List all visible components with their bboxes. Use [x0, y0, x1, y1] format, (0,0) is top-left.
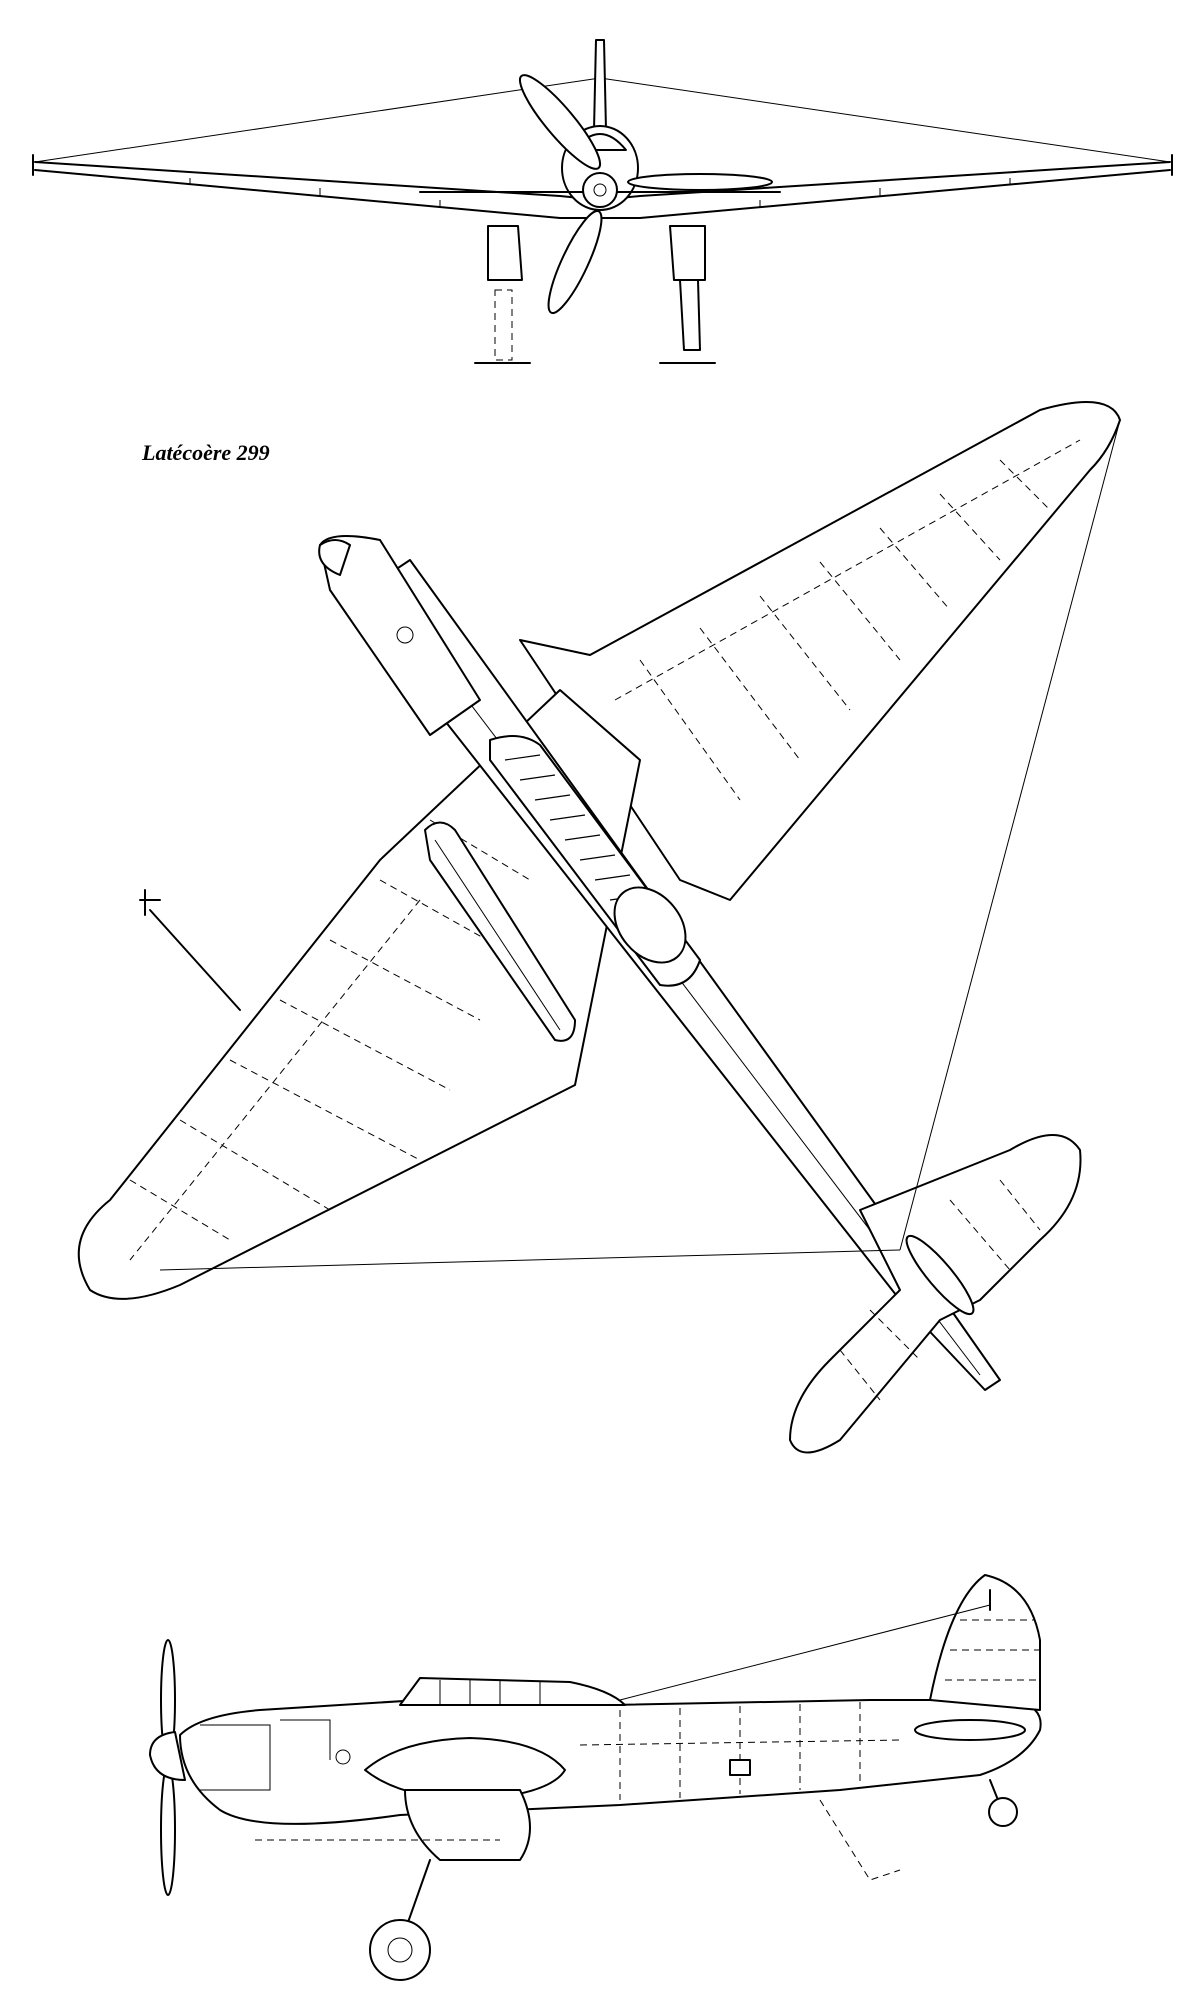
front-propeller-blade-3	[547, 209, 603, 315]
plan-wing-lower	[77, 689, 641, 1300]
plan-bracing-wire-lower	[159, 1249, 901, 1271]
front-right-gear-fairing	[669, 225, 706, 281]
side-gear-fairing	[404, 1789, 531, 1861]
side-fuselage	[179, 1699, 1042, 1825]
front-fin	[593, 39, 607, 131]
plan-cowling-inlet	[396, 626, 414, 644]
front-propeller-blade-1	[518, 74, 602, 170]
plan-spinner	[318, 539, 351, 576]
aircraft-caption: Latécoère 299	[142, 440, 270, 465]
side-view	[149, 1574, 1042, 1981]
side-fuselage-frames	[579, 1702, 901, 1800]
side-bomb-crutch	[255, 1799, 901, 1881]
side-tail-wheel	[988, 1797, 1018, 1827]
side-canopy	[399, 1677, 626, 1706]
plan-fin-top	[905, 1234, 975, 1316]
side-spinner	[149, 1731, 186, 1781]
plan-engine-cowling	[319, 535, 481, 736]
front-wing-panel-lines	[189, 178, 1011, 208]
plan-wing-upper-ribs	[614, 439, 1081, 801]
side-canopy-frames	[439, 1680, 541, 1705]
plan-gear-fairing	[424, 821, 576, 1042]
plan-bracing-wire-upper	[899, 419, 1121, 1251]
side-fin	[929, 1574, 1041, 1711]
front-left-gear-fairing	[487, 225, 523, 281]
side-fin-ribs	[945, 1619, 1040, 1681]
side-cowling-port	[335, 1749, 351, 1765]
side-cowling-panels	[200, 1719, 331, 1791]
front-left-gear-extended	[494, 289, 513, 361]
side-main-wheel-hub	[387, 1937, 413, 1963]
plan-pitot	[139, 889, 241, 1011]
side-tailplane	[914, 1719, 1026, 1741]
plan-rear-canopy	[613, 886, 687, 964]
front-spinner	[582, 172, 618, 208]
front-view	[32, 39, 1173, 364]
plan-wing-lower-ribs	[129, 819, 531, 1261]
plan-gear-fairing-inner	[434, 839, 561, 1031]
side-fuselage-window	[729, 1759, 751, 1776]
side-propeller-lower	[160, 1764, 176, 1896]
top-view	[77, 401, 1121, 1454]
side-bracing-wire	[619, 1604, 991, 1701]
front-propeller-blade-2	[627, 173, 773, 191]
front-right-gear-leg	[679, 279, 701, 351]
front-spinner-hub	[593, 183, 607, 197]
plan-wing-upper	[519, 401, 1121, 901]
side-main-wheel	[369, 1919, 431, 1981]
